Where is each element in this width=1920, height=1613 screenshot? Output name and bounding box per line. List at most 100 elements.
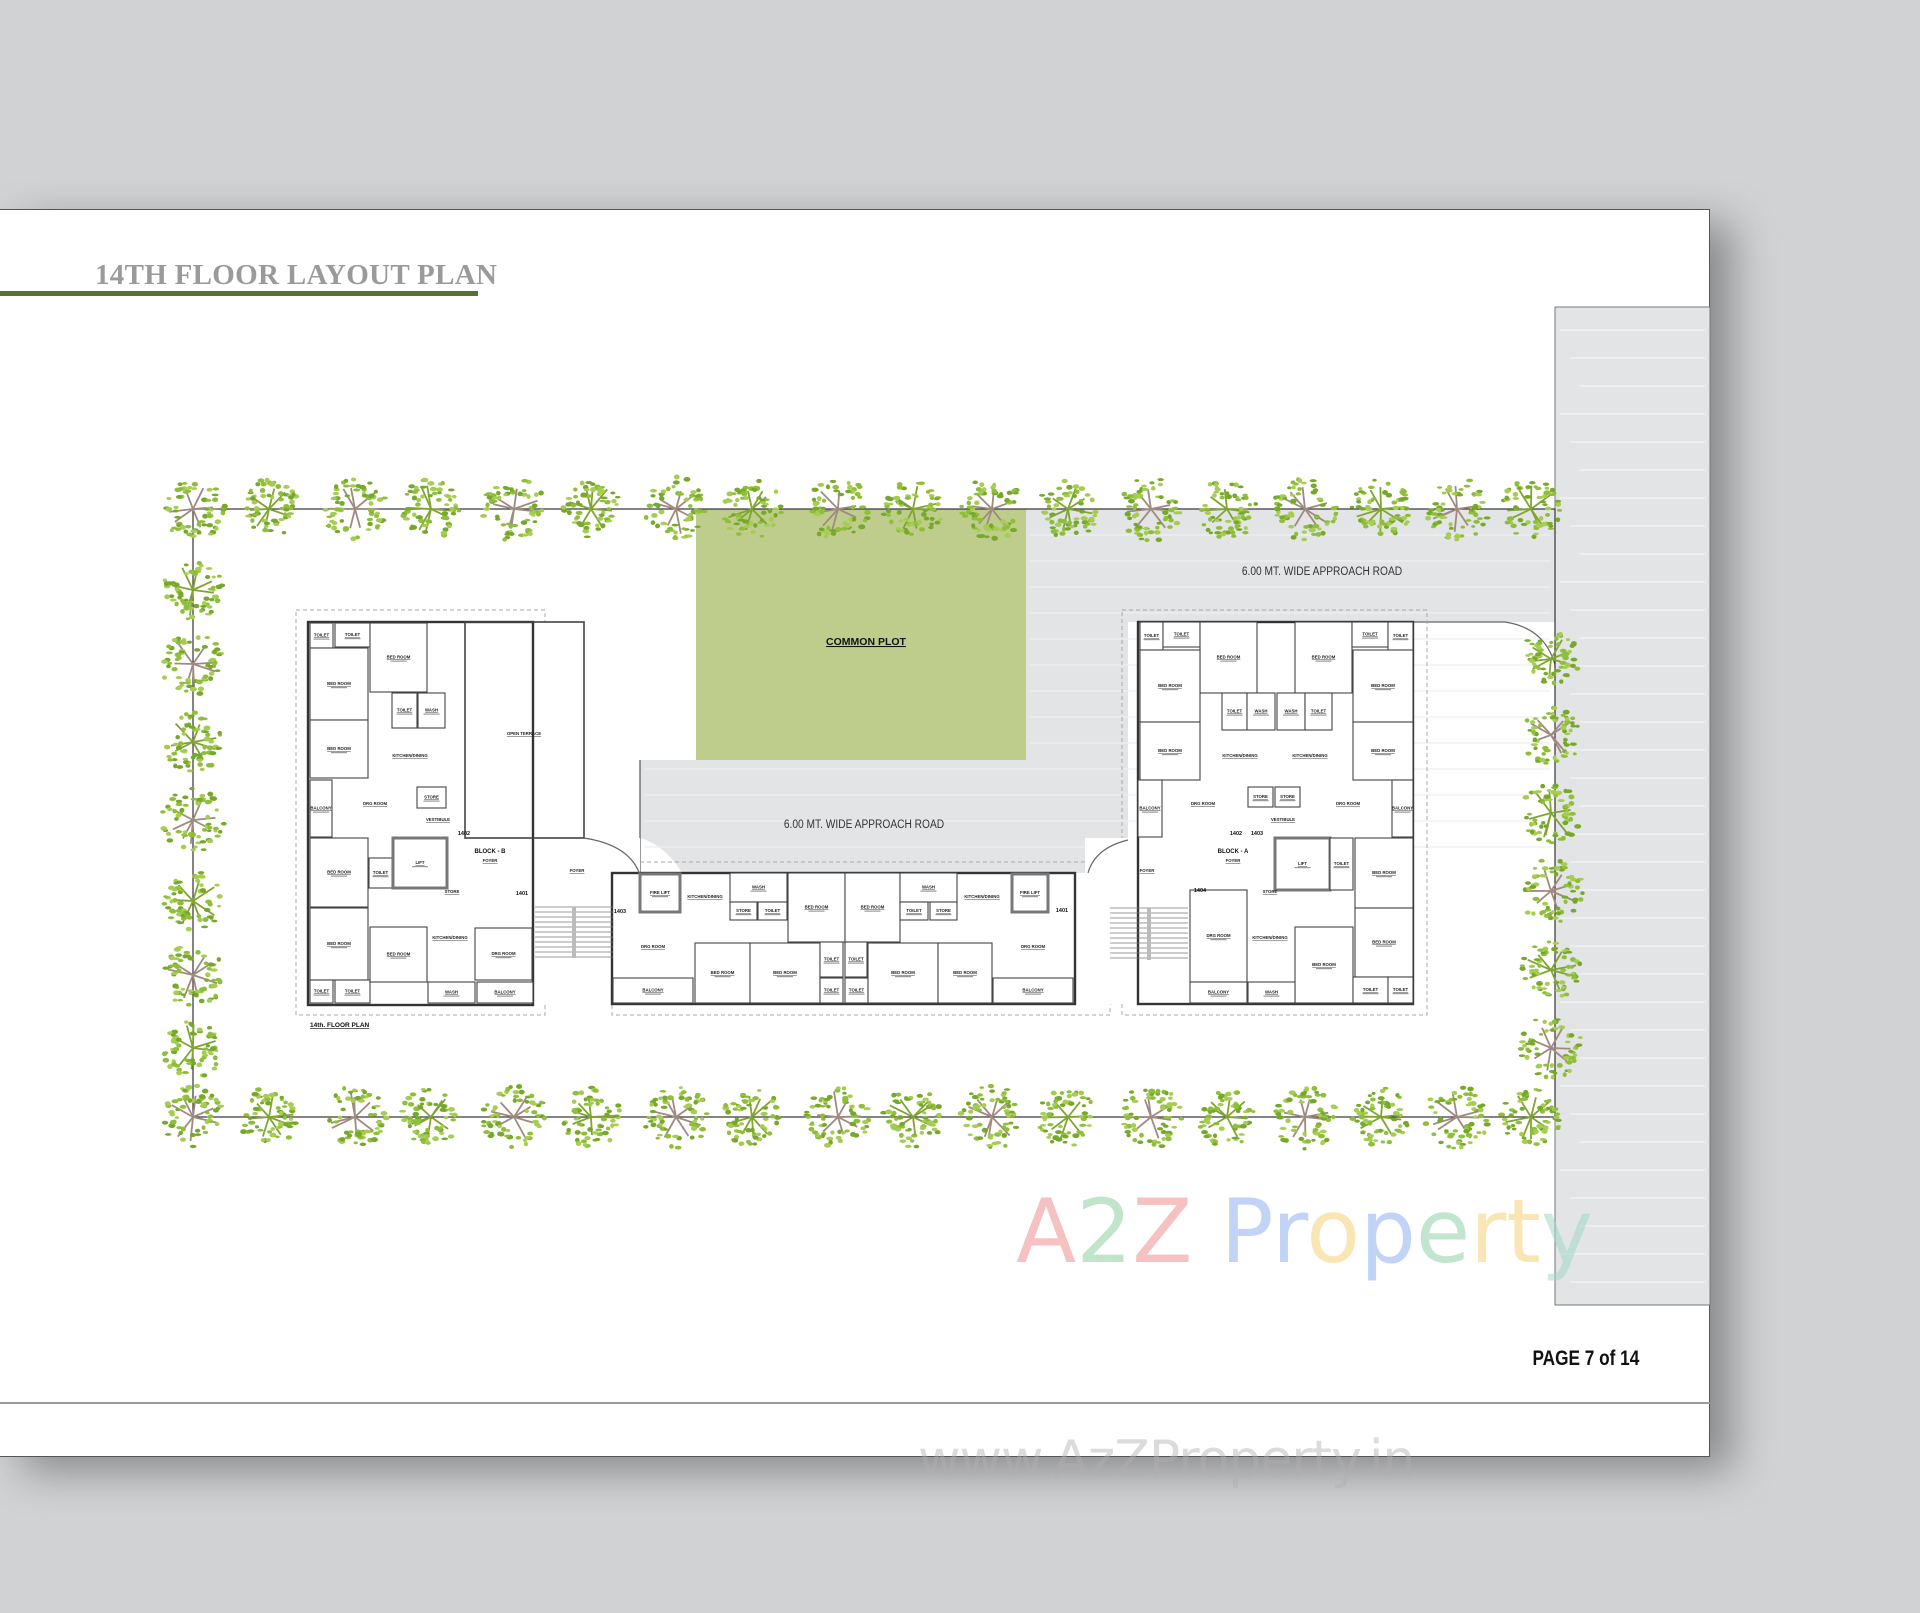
building-footprint — [465, 622, 584, 838]
room-label: WASH — [752, 885, 765, 890]
tree-icon — [162, 560, 226, 621]
room-dimension — [1263, 995, 1280, 997]
room-dimension — [372, 876, 389, 878]
room-label: FIRE LIFT — [650, 890, 670, 895]
side-road-strip — [1554, 306, 1711, 1306]
room-dimension — [920, 890, 937, 892]
unit-number: 1402 — [458, 831, 470, 837]
room-dimension — [848, 962, 864, 964]
room: TOILET — [1162, 621, 1201, 648]
block-b-label: BLOCK - B — [475, 849, 507, 855]
room-label: TOILET — [1393, 633, 1409, 638]
area-label: VESTIBULE — [426, 817, 450, 822]
room: BED ROOM — [844, 872, 901, 943]
room-dimension — [808, 910, 825, 912]
room-dimension — [1333, 867, 1350, 869]
area-label: KITCHEN/DINING — [392, 753, 428, 758]
room: BED ROOM — [1294, 621, 1353, 694]
room: BED ROOM — [1199, 621, 1258, 694]
room-label: TOILET — [1311, 709, 1327, 714]
tree-icon — [643, 474, 708, 541]
room: WASH — [899, 872, 958, 903]
room: STORE — [416, 786, 447, 809]
room: BALCONY — [992, 977, 1074, 1004]
room: STORE — [729, 901, 758, 921]
room-label: BALCONY — [1392, 806, 1413, 811]
area-label: KITCHEN/DINING — [1292, 753, 1328, 758]
room-label: TOILET — [314, 633, 330, 638]
room-label: WASH — [1285, 709, 1298, 714]
area-label: KITCHEN/DINING — [1222, 753, 1258, 758]
tree-icon — [1198, 481, 1259, 539]
room-label: STORE — [736, 908, 751, 913]
room-label: TOILET — [849, 988, 865, 993]
room: BED ROOM — [1354, 837, 1414, 909]
foyer-arc — [583, 837, 641, 876]
room: STORE — [1247, 786, 1274, 808]
room-label: BED ROOM — [1158, 683, 1182, 688]
room-label: TOILET — [824, 957, 840, 962]
room-label: TOILET — [1393, 987, 1409, 992]
room-dimension — [344, 994, 361, 996]
a2z-watermark-logo: A2Z Property — [1016, 1180, 1593, 1283]
room-dimension — [1025, 993, 1041, 995]
room-label: BED ROOM — [327, 681, 351, 686]
area-label: FOYER — [483, 858, 499, 863]
tree-icon — [1519, 940, 1583, 998]
room-dimension — [1220, 660, 1237, 662]
open-terrace-outline — [464, 621, 585, 839]
tree-icon — [1517, 1018, 1583, 1080]
room-label: BED ROOM — [1372, 870, 1396, 875]
room: BED ROOM — [1139, 649, 1201, 723]
area-label: DRG ROOM — [1191, 801, 1216, 806]
room: WASH — [1246, 692, 1276, 731]
tree-icon — [327, 1086, 390, 1147]
tree-icon — [721, 478, 784, 538]
room: BED ROOM — [694, 942, 751, 1004]
room-dimension — [313, 994, 330, 996]
room-label: TOILET — [765, 908, 781, 913]
area-label: OPEN TERRACE — [507, 731, 541, 736]
room: TOILET — [757, 901, 788, 921]
tree-icon — [1273, 1086, 1339, 1151]
area-label: FOYER — [570, 868, 586, 873]
room-dimension — [1315, 660, 1332, 662]
staircase — [1110, 907, 1188, 960]
room-dimension — [895, 976, 911, 978]
room-label: STORE — [1253, 794, 1268, 799]
staircase — [535, 906, 613, 958]
room: BED ROOM — [309, 907, 369, 981]
room: TOILET — [1221, 692, 1248, 731]
area-label: STORE — [1263, 889, 1278, 894]
room-label: BED ROOM — [387, 655, 411, 660]
tree-icon — [1037, 1090, 1093, 1147]
room-label: BED ROOM — [327, 941, 351, 946]
room: BED ROOM — [369, 622, 428, 693]
room-label: BED ROOM — [953, 970, 977, 975]
room-label: TOILET — [1227, 709, 1243, 714]
room-dimension — [1294, 867, 1311, 869]
area-label: STORE — [445, 889, 460, 894]
unit-number: 1401 — [1056, 908, 1068, 914]
room: BALCONY — [1391, 779, 1414, 838]
room-dimension — [1394, 811, 1411, 813]
road-label-top: 6.00 MT. WIDE APPROACH ROAD — [1242, 565, 1402, 578]
area-label: KITCHEN/DINING — [432, 935, 468, 940]
room: TOILET — [899, 901, 929, 921]
room-dimension — [1375, 754, 1391, 756]
room: BED ROOM — [309, 719, 369, 779]
room-dimension — [331, 947, 347, 949]
room: TOILET — [309, 979, 334, 1004]
room: TOILET — [819, 977, 844, 1004]
room-dimension — [848, 993, 865, 995]
room-dimension — [735, 914, 752, 916]
area-label: KITCHEN/DINING — [964, 894, 1000, 899]
room-label: BED ROOM — [773, 970, 797, 975]
floor-plan-label: 14th. FLOOR PLAN — [310, 1022, 370, 1029]
room-dimension — [1316, 968, 1332, 970]
tree-icon — [1349, 478, 1411, 537]
room: DRG ROOM — [1189, 889, 1248, 983]
room: DRG ROOM — [474, 927, 533, 981]
